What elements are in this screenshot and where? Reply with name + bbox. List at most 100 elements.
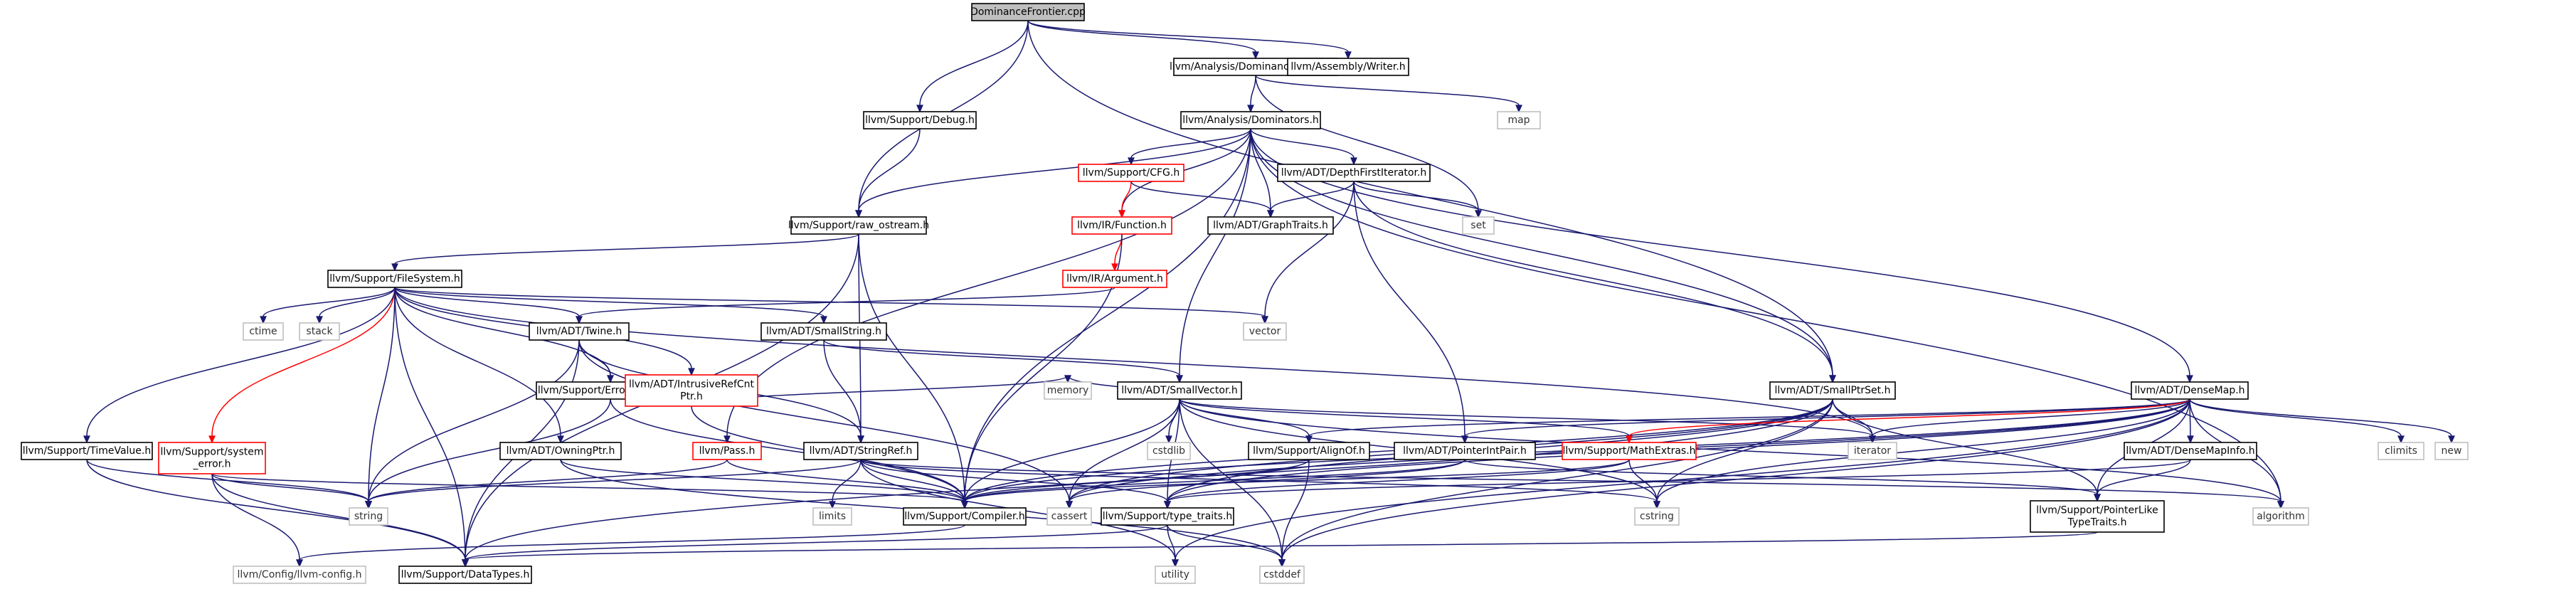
node-dominators-h[interactable]: llvm/Analysis/Dominators.h bbox=[1180, 111, 1321, 129]
node-system-error-h[interactable]: llvm/Support/system_error.h bbox=[158, 442, 266, 474]
nodes-layer: DominanceFrontier.cpp llvm/Analysis/Domin… bbox=[21, 3, 2469, 584]
node-label: llvm/Pass.h bbox=[699, 445, 756, 457]
node-label: llvm/Support/Debug.h bbox=[865, 115, 975, 126]
node-type-traits-h[interactable]: llvm/Support/type_traits.h bbox=[1101, 507, 1234, 526]
node-label: set bbox=[1470, 220, 1486, 231]
edge-system_error_h-to-datatypes_h bbox=[211, 473, 469, 568]
node-climits: climits bbox=[2378, 442, 2424, 460]
node-label: llvm/IR/Argument.h bbox=[1066, 273, 1163, 285]
edge-filesystem_h-to-owningptr_h bbox=[394, 287, 564, 444]
node-label: llvm/Support/FileSystem.h bbox=[329, 273, 460, 285]
node-memory: memory bbox=[1044, 381, 1092, 400]
edge-filesystem_h-to-stack bbox=[316, 287, 396, 324]
node-root: DominanceFrontier.cpp bbox=[970, 3, 1086, 21]
node-timevalue-h[interactable]: llvm/Support/TimeValue.h bbox=[21, 442, 153, 460]
node-label: climits bbox=[2385, 445, 2417, 457]
node-label: DominanceFrontier.cpp bbox=[970, 6, 1086, 18]
node-datatypes-h[interactable]: llvm/Support/DataTypes.h bbox=[398, 566, 532, 584]
node-label: llvm/IR/Function.h bbox=[1077, 220, 1167, 231]
node-label: llvm/Support/MathExtras.h bbox=[1562, 445, 1695, 457]
node-label: llvm/Support/Compiler.h bbox=[904, 511, 1025, 522]
node-mathextras-h[interactable]: llvm/Support/MathExtras.h bbox=[1562, 442, 1697, 460]
node-label: Ptr.h bbox=[680, 391, 703, 403]
node-label: llvm/Support/raw_ostream.h bbox=[788, 220, 929, 231]
edge-filesystem_h-to-system_error_h bbox=[208, 287, 396, 444]
node-label: llvm/Assembly/Writer.h bbox=[1290, 61, 1405, 73]
edge-filesystem_h-to-twine_h bbox=[394, 287, 583, 324]
node-filesystem-h[interactable]: llvm/Support/FileSystem.h bbox=[327, 270, 462, 288]
node-dfiter-h[interactable]: llvm/ADT/DepthFirstIterator.h bbox=[1277, 164, 1431, 182]
node-label: llvm/Support/PointerLike bbox=[2036, 505, 2158, 516]
edge-dominators_h-to-smallvector_h bbox=[1176, 128, 1251, 383]
node-function-h[interactable]: llvm/IR/Function.h bbox=[1071, 216, 1172, 235]
node-ctime: ctime bbox=[243, 322, 284, 341]
edge-pointerintpair_h-to-cassert bbox=[1066, 459, 1465, 509]
edge-densemap_h-to-mathextras_h bbox=[1626, 398, 2190, 444]
edge-smallstring_h-to-smallvector_h bbox=[823, 339, 1183, 383]
edge-dfiter_h-to-set bbox=[1353, 181, 1482, 218]
edge-densemap_h-to-new bbox=[2189, 398, 2455, 444]
node-argument-h[interactable]: llvm/IR/Argument.h bbox=[1062, 270, 1167, 288]
node-twine-h[interactable]: llvm/ADT/Twine.h bbox=[529, 322, 630, 341]
node-label: string bbox=[354, 511, 383, 522]
node-label: llvm/ADT/OwningPtr.h bbox=[507, 445, 615, 457]
node-label: llvm/Support/AlignOf.h bbox=[1253, 445, 1365, 457]
node-smallstring-h[interactable]: llvm/ADT/SmallString.h bbox=[760, 322, 887, 341]
edge-cfg_h-to-function_h bbox=[1118, 181, 1132, 218]
node-llvm-config-h: llvm/Config/llvm-config.h bbox=[233, 566, 366, 584]
edge-smallvector_h-to-mathextras_h bbox=[1179, 398, 1633, 444]
node-label: llvm/ADT/DepthFirstIterator.h bbox=[1281, 167, 1427, 179]
node-label: llvm/Support/type_traits.h bbox=[1103, 511, 1233, 522]
node-label: llvm/ADT/SmallVector.h bbox=[1121, 385, 1238, 396]
node-debug-h[interactable]: llvm/Support/Debug.h bbox=[863, 111, 977, 129]
node-raw-ostream-h[interactable]: llvm/Support/raw_ostream.h bbox=[788, 216, 929, 235]
node-stringref-h[interactable]: llvm/ADT/StringRef.h bbox=[803, 442, 918, 460]
node-label: llvm/ADT/SmallPtrSet.h bbox=[1775, 385, 1891, 396]
edge-type_traits_h-to-cstddef bbox=[1167, 524, 1286, 568]
edge-smallvector_h-to-cstdlib bbox=[1165, 398, 1180, 444]
node-algorithm: algorithm bbox=[2252, 507, 2309, 526]
node-densemapinfo-h[interactable]: llvm/ADT/DenseMapInfo.h bbox=[2124, 442, 2257, 460]
node-label: TypeTraits.h bbox=[2067, 517, 2127, 529]
edge-smallstring_h-to-stringref_h bbox=[823, 339, 864, 444]
node-label: llvm/ADT/SmallString.h bbox=[766, 326, 881, 337]
edges-layer bbox=[83, 20, 2455, 568]
edge-stringref_h-to-algorithm bbox=[860, 459, 2284, 509]
node-label: memory bbox=[1047, 385, 1089, 396]
node-label: limits bbox=[819, 511, 846, 522]
node-pass-h[interactable]: llvm/Pass.h bbox=[692, 442, 762, 460]
node-label: llvm/ADT/IntrusiveRefCnt bbox=[629, 379, 755, 391]
node-label: llvm/ADT/Twine.h bbox=[536, 326, 622, 337]
edge-filesystem_h-to-smallstring_h bbox=[394, 287, 827, 324]
node-pointerintpair-h[interactable]: llvm/ADT/PointerIntPair.h bbox=[1394, 442, 1536, 460]
node-cfg-h[interactable]: llvm/Support/CFG.h bbox=[1078, 164, 1184, 182]
node-compiler-h[interactable]: llvm/Support/Compiler.h bbox=[903, 507, 1027, 526]
node-owningptr-h[interactable]: llvm/ADT/OwningPtr.h bbox=[499, 442, 622, 460]
edge-root-to-domfront_h bbox=[1027, 20, 1259, 60]
node-cassert: cassert bbox=[1046, 507, 1092, 526]
node-limits: limits bbox=[812, 507, 852, 526]
edge-cfg_h-to-graphtraits_h bbox=[1130, 181, 1274, 218]
edge-dfiter_h-to-vector bbox=[1261, 181, 1355, 324]
node-label: llvm/ADT/PointerIntPair.h bbox=[1403, 445, 1527, 457]
node-cstddef: cstddef bbox=[1259, 566, 1305, 584]
edge-twine_h-to-errorhandling_h bbox=[578, 339, 614, 383]
edge-system_error_h-to-string bbox=[211, 473, 372, 509]
edge-type_traits_h-to-utility bbox=[1167, 524, 1179, 568]
node-label: iterator bbox=[1854, 445, 1891, 457]
edge-debug_h-to-raw_ostream_h bbox=[855, 128, 921, 218]
node-label: cstring bbox=[1640, 511, 1674, 522]
edge-compiler_h-to-llvm_config_h bbox=[296, 524, 965, 568]
node-alignof-h[interactable]: llvm/Support/AlignOf.h bbox=[1248, 442, 1370, 460]
node-label: llvm/Support/TimeValue.h bbox=[23, 445, 152, 457]
node-writer-h[interactable]: llvm/Assembly/Writer.h bbox=[1287, 58, 1409, 76]
node-smallvector-h[interactable]: llvm/ADT/SmallVector.h bbox=[1117, 381, 1242, 400]
edge-densemap_h-to-iterator bbox=[1869, 398, 2190, 444]
node-densemap-h[interactable]: llvm/ADT/DenseMap.h bbox=[2131, 381, 2249, 400]
node-label: stack bbox=[306, 326, 333, 337]
node-graphtraits-h[interactable]: llvm/ADT/GraphTraits.h bbox=[1207, 216, 1334, 235]
node-smallptrset-h[interactable]: llvm/ADT/SmallPtrSet.h bbox=[1769, 381, 1896, 400]
edge-filesystem_h-to-timevalue_h bbox=[83, 287, 396, 444]
